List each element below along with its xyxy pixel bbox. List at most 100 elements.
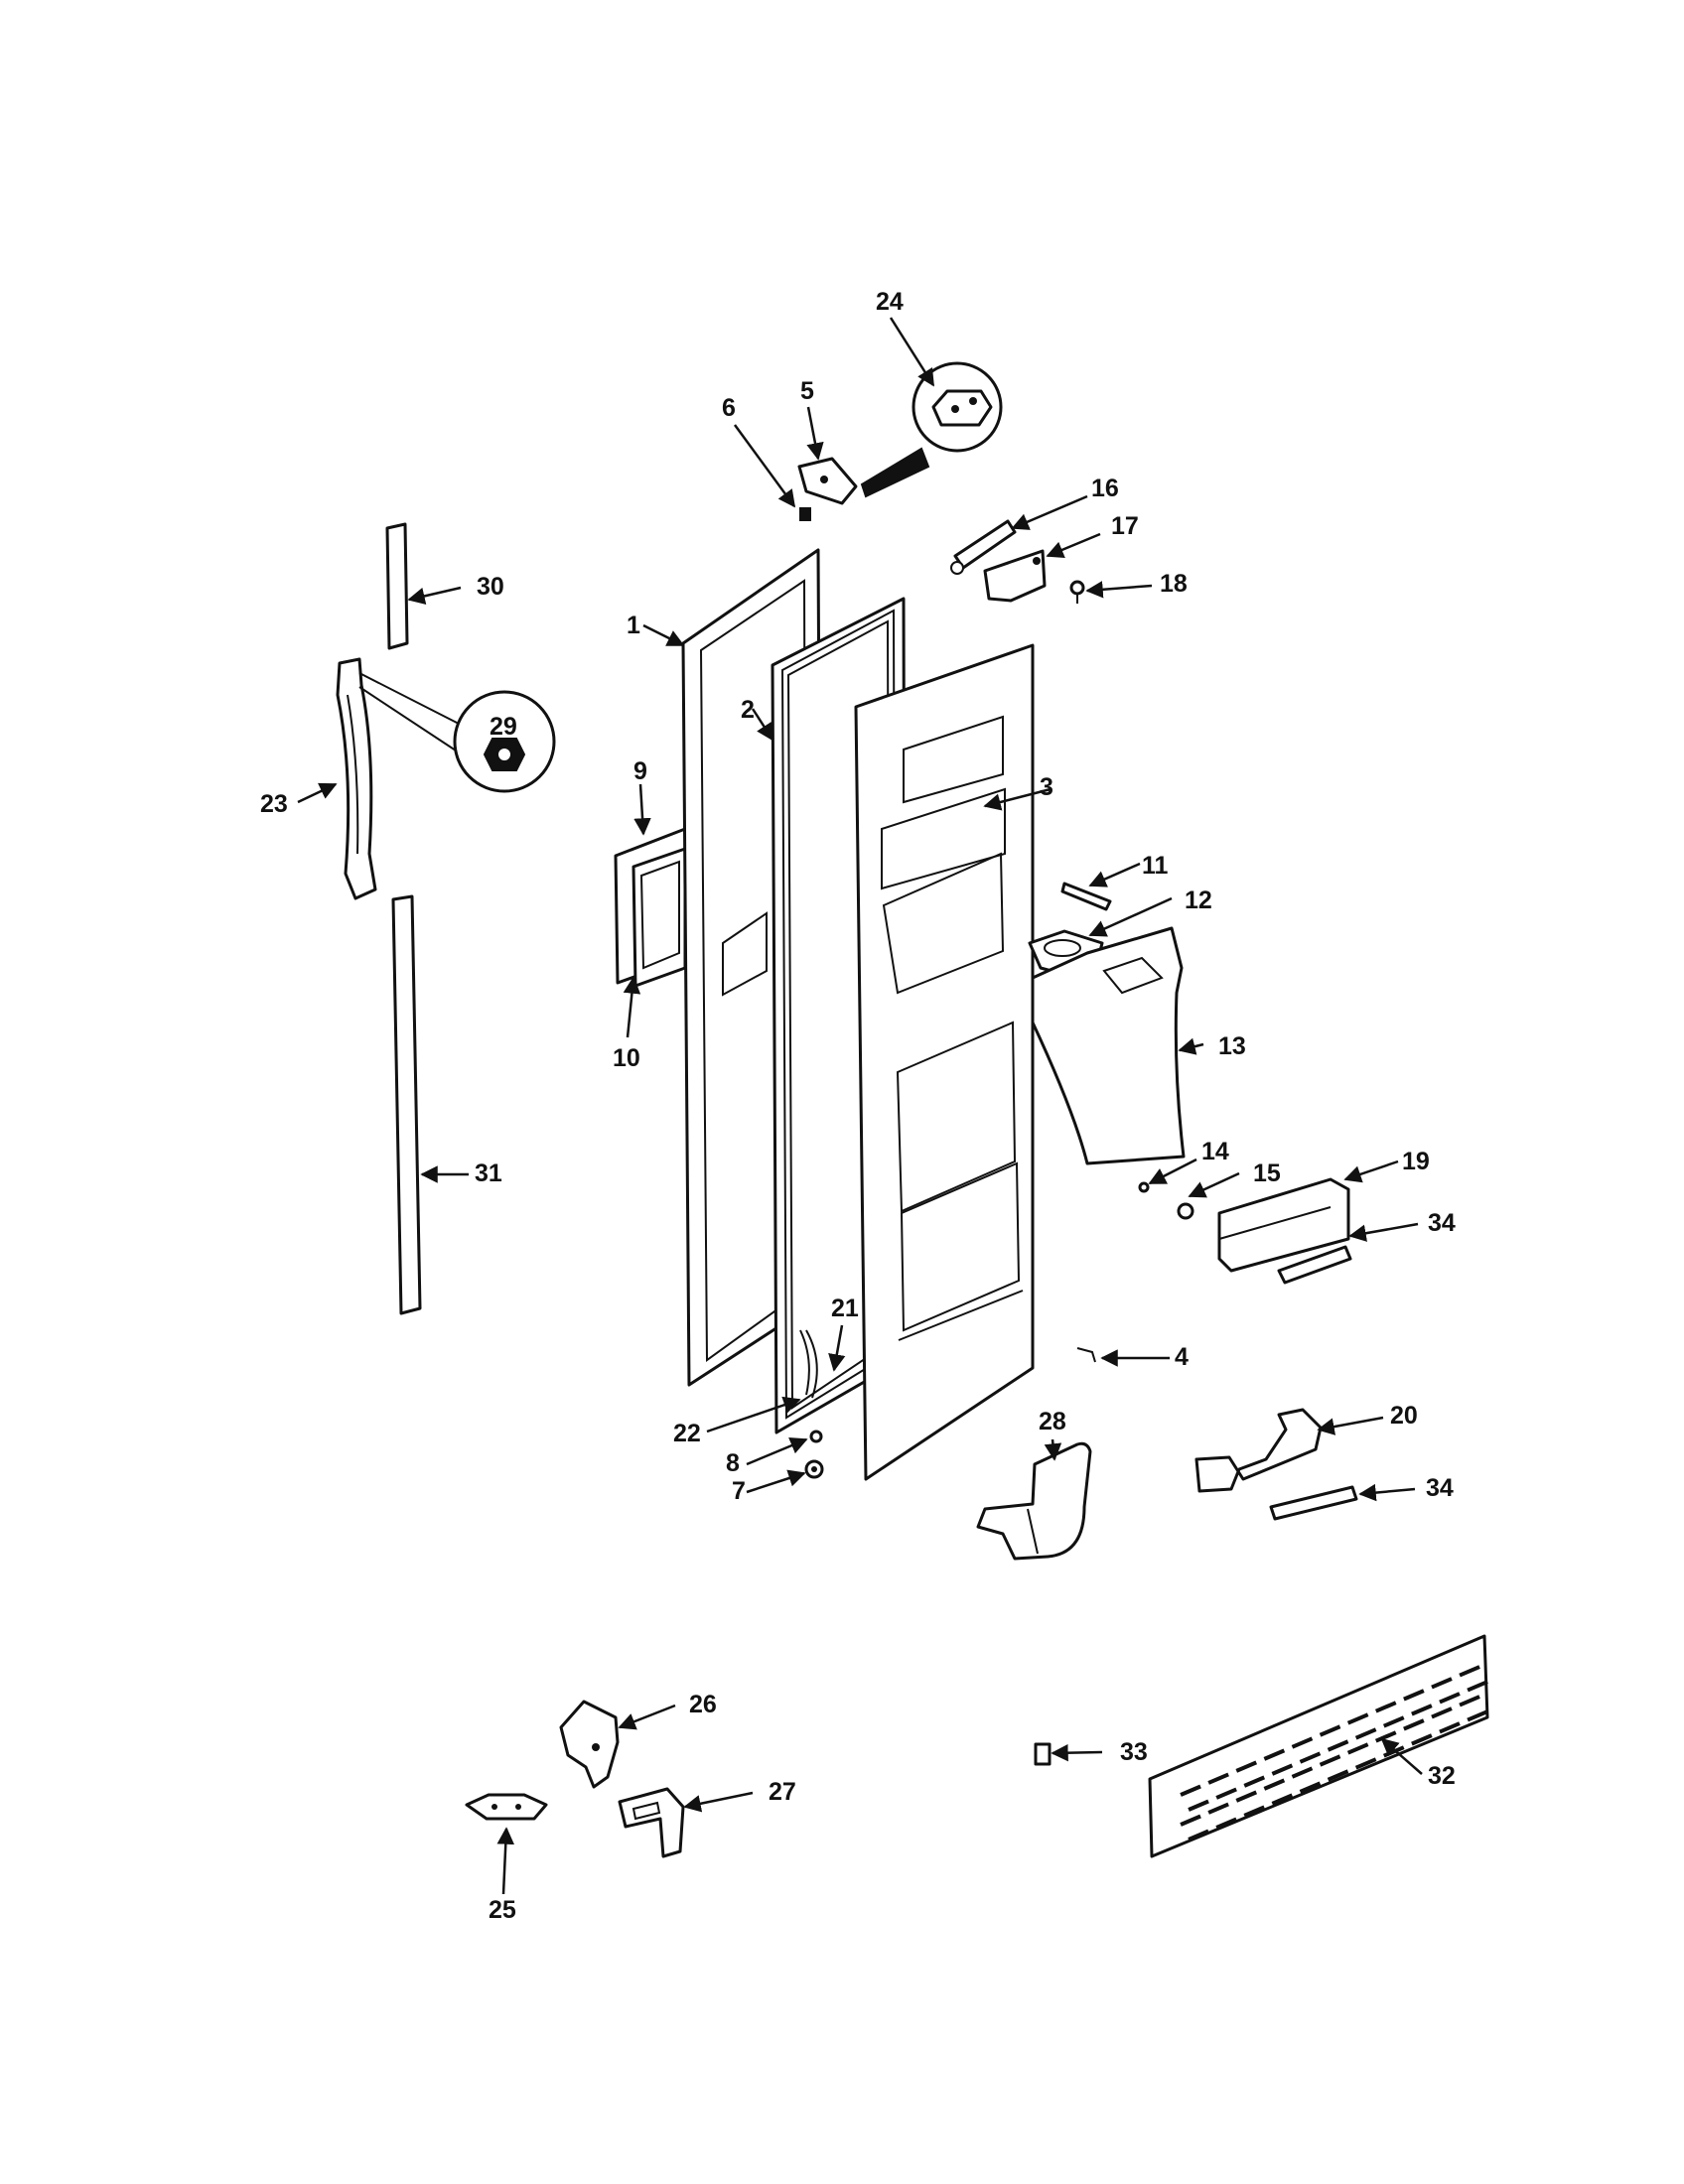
callout-29: 29: [490, 713, 517, 741]
callout-27: 27: [769, 1778, 796, 1806]
grille-slot: [1382, 1715, 1405, 1728]
callout-10: 10: [613, 1044, 640, 1072]
part-6-hinge-bushing: [799, 507, 811, 521]
part-30-handle-trim-upper: [385, 522, 409, 650]
callout-34-upper: 34: [1428, 1209, 1456, 1237]
callout-25: 25: [489, 1896, 516, 1924]
grille-slot: [1299, 1751, 1322, 1764]
callout-9: 9: [633, 757, 647, 785]
callout-13: 13: [1218, 1032, 1246, 1060]
grille-slot: [1235, 1790, 1258, 1803]
grille-slot: [1319, 1724, 1341, 1737]
part-20-door-shelf: [1194, 1408, 1323, 1493]
grille-slot: [1459, 1665, 1480, 1678]
grille-slot: [1327, 1769, 1349, 1782]
part-13-dispenser-housing: [1031, 926, 1186, 1165]
grille-slot: [1180, 1814, 1201, 1827]
callout-18: 18: [1160, 570, 1188, 598]
part-32-toe-grille: [1148, 1634, 1489, 1858]
grille-slot: [1180, 1784, 1201, 1797]
callout-19: 19: [1402, 1148, 1430, 1175]
grille-slot: [1243, 1775, 1266, 1788]
grille-slot: [1459, 1695, 1480, 1707]
grille-slot: [1188, 1799, 1209, 1812]
callout-6: 6: [722, 394, 736, 422]
callout-32: 32: [1428, 1762, 1456, 1790]
grille-slot: [1431, 1677, 1453, 1690]
part-8-washer: [809, 1430, 823, 1443]
part-25-hinge-plate: [465, 1793, 548, 1821]
grille-slot: [1411, 1704, 1433, 1716]
grille-slot: [1319, 1754, 1341, 1767]
part-18-screw: [1069, 580, 1085, 604]
part-7-nut: [804, 1459, 824, 1479]
grille-slot: [1299, 1781, 1322, 1794]
callout-labels: 1 2 3 4 5 6 7 8 9 10 11 12 13 14 15 16 1…: [260, 288, 1456, 1924]
callout-4: 4: [1175, 1343, 1189, 1371]
callout-24: 24: [876, 288, 904, 316]
grille-slot: [1467, 1709, 1488, 1722]
callout-34-lower: 34: [1426, 1474, 1454, 1502]
grille-slot: [1354, 1757, 1377, 1770]
grille-slot: [1467, 1680, 1488, 1693]
grille-slot: [1439, 1721, 1461, 1734]
part-29-nut-detail: [358, 672, 556, 793]
grille-slot: [1207, 1802, 1229, 1815]
part-23-door-handle: [336, 657, 377, 900]
grille-slot: [1215, 1787, 1237, 1800]
callout-12: 12: [1185, 887, 1212, 914]
callout-17: 17: [1111, 512, 1139, 540]
callout-1: 1: [627, 612, 640, 639]
part-19-door-shelf: [1217, 1177, 1350, 1273]
part-3-door-liner: [854, 643, 1035, 1481]
grille-slot: [1215, 1817, 1237, 1830]
grille-slot: [1291, 1766, 1314, 1779]
leader-lines: [297, 317, 1423, 1895]
part-24-hinge-detail: [860, 361, 1003, 498]
callout-20: 20: [1390, 1402, 1418, 1430]
callout-11: 11: [1142, 852, 1169, 880]
part-31-handle-trim-lower: [391, 894, 422, 1315]
callout-7: 7: [732, 1477, 746, 1505]
grille-slot: [1346, 1742, 1369, 1755]
callout-26: 26: [689, 1691, 717, 1718]
callout-21: 21: [831, 1295, 859, 1322]
part-11-lever: [1060, 882, 1112, 911]
callout-2: 2: [741, 696, 755, 724]
grille-slot: [1271, 1763, 1294, 1776]
callout-28: 28: [1039, 1408, 1066, 1435]
grille-slot: [1263, 1778, 1286, 1791]
part-34-shelf-trim-lower: [1269, 1485, 1358, 1521]
part-26-lower-hinge: [559, 1700, 620, 1789]
callout-23: 23: [260, 790, 288, 818]
grille-slot: [1235, 1760, 1258, 1773]
part-5-top-hinge: [797, 457, 858, 505]
callout-15: 15: [1253, 1160, 1281, 1187]
callout-31: 31: [475, 1160, 502, 1187]
part-27-hinge-bracket: [618, 1787, 685, 1858]
callout-30: 30: [477, 573, 504, 601]
callout-22: 22: [673, 1420, 701, 1447]
part-4-screw: [1076, 1347, 1096, 1363]
callout-14: 14: [1201, 1138, 1229, 1165]
grille-slot: [1188, 1829, 1209, 1842]
grille-slot: [1403, 1689, 1425, 1702]
part-15-screw: [1177, 1202, 1194, 1220]
grille-slot: [1439, 1692, 1461, 1705]
callout-5: 5: [800, 377, 814, 405]
part-33-screw: [1034, 1742, 1052, 1766]
grille-slot: [1431, 1706, 1453, 1719]
part-17-switch-bracket: [983, 549, 1047, 603]
grille-slot: [1346, 1712, 1369, 1725]
grille-slot: [1374, 1730, 1397, 1743]
grille-slot: [1411, 1733, 1433, 1746]
callout-8: 8: [726, 1449, 740, 1477]
grille-slot: [1403, 1718, 1425, 1731]
grille-slot: [1374, 1701, 1397, 1713]
grille-slot: [1243, 1805, 1266, 1818]
part-28-dispenser-flap: [976, 1441, 1092, 1561]
callout-16: 16: [1091, 475, 1119, 502]
part-34-shelf-trim-upper: [1277, 1245, 1352, 1285]
grille-slot: [1271, 1793, 1294, 1806]
